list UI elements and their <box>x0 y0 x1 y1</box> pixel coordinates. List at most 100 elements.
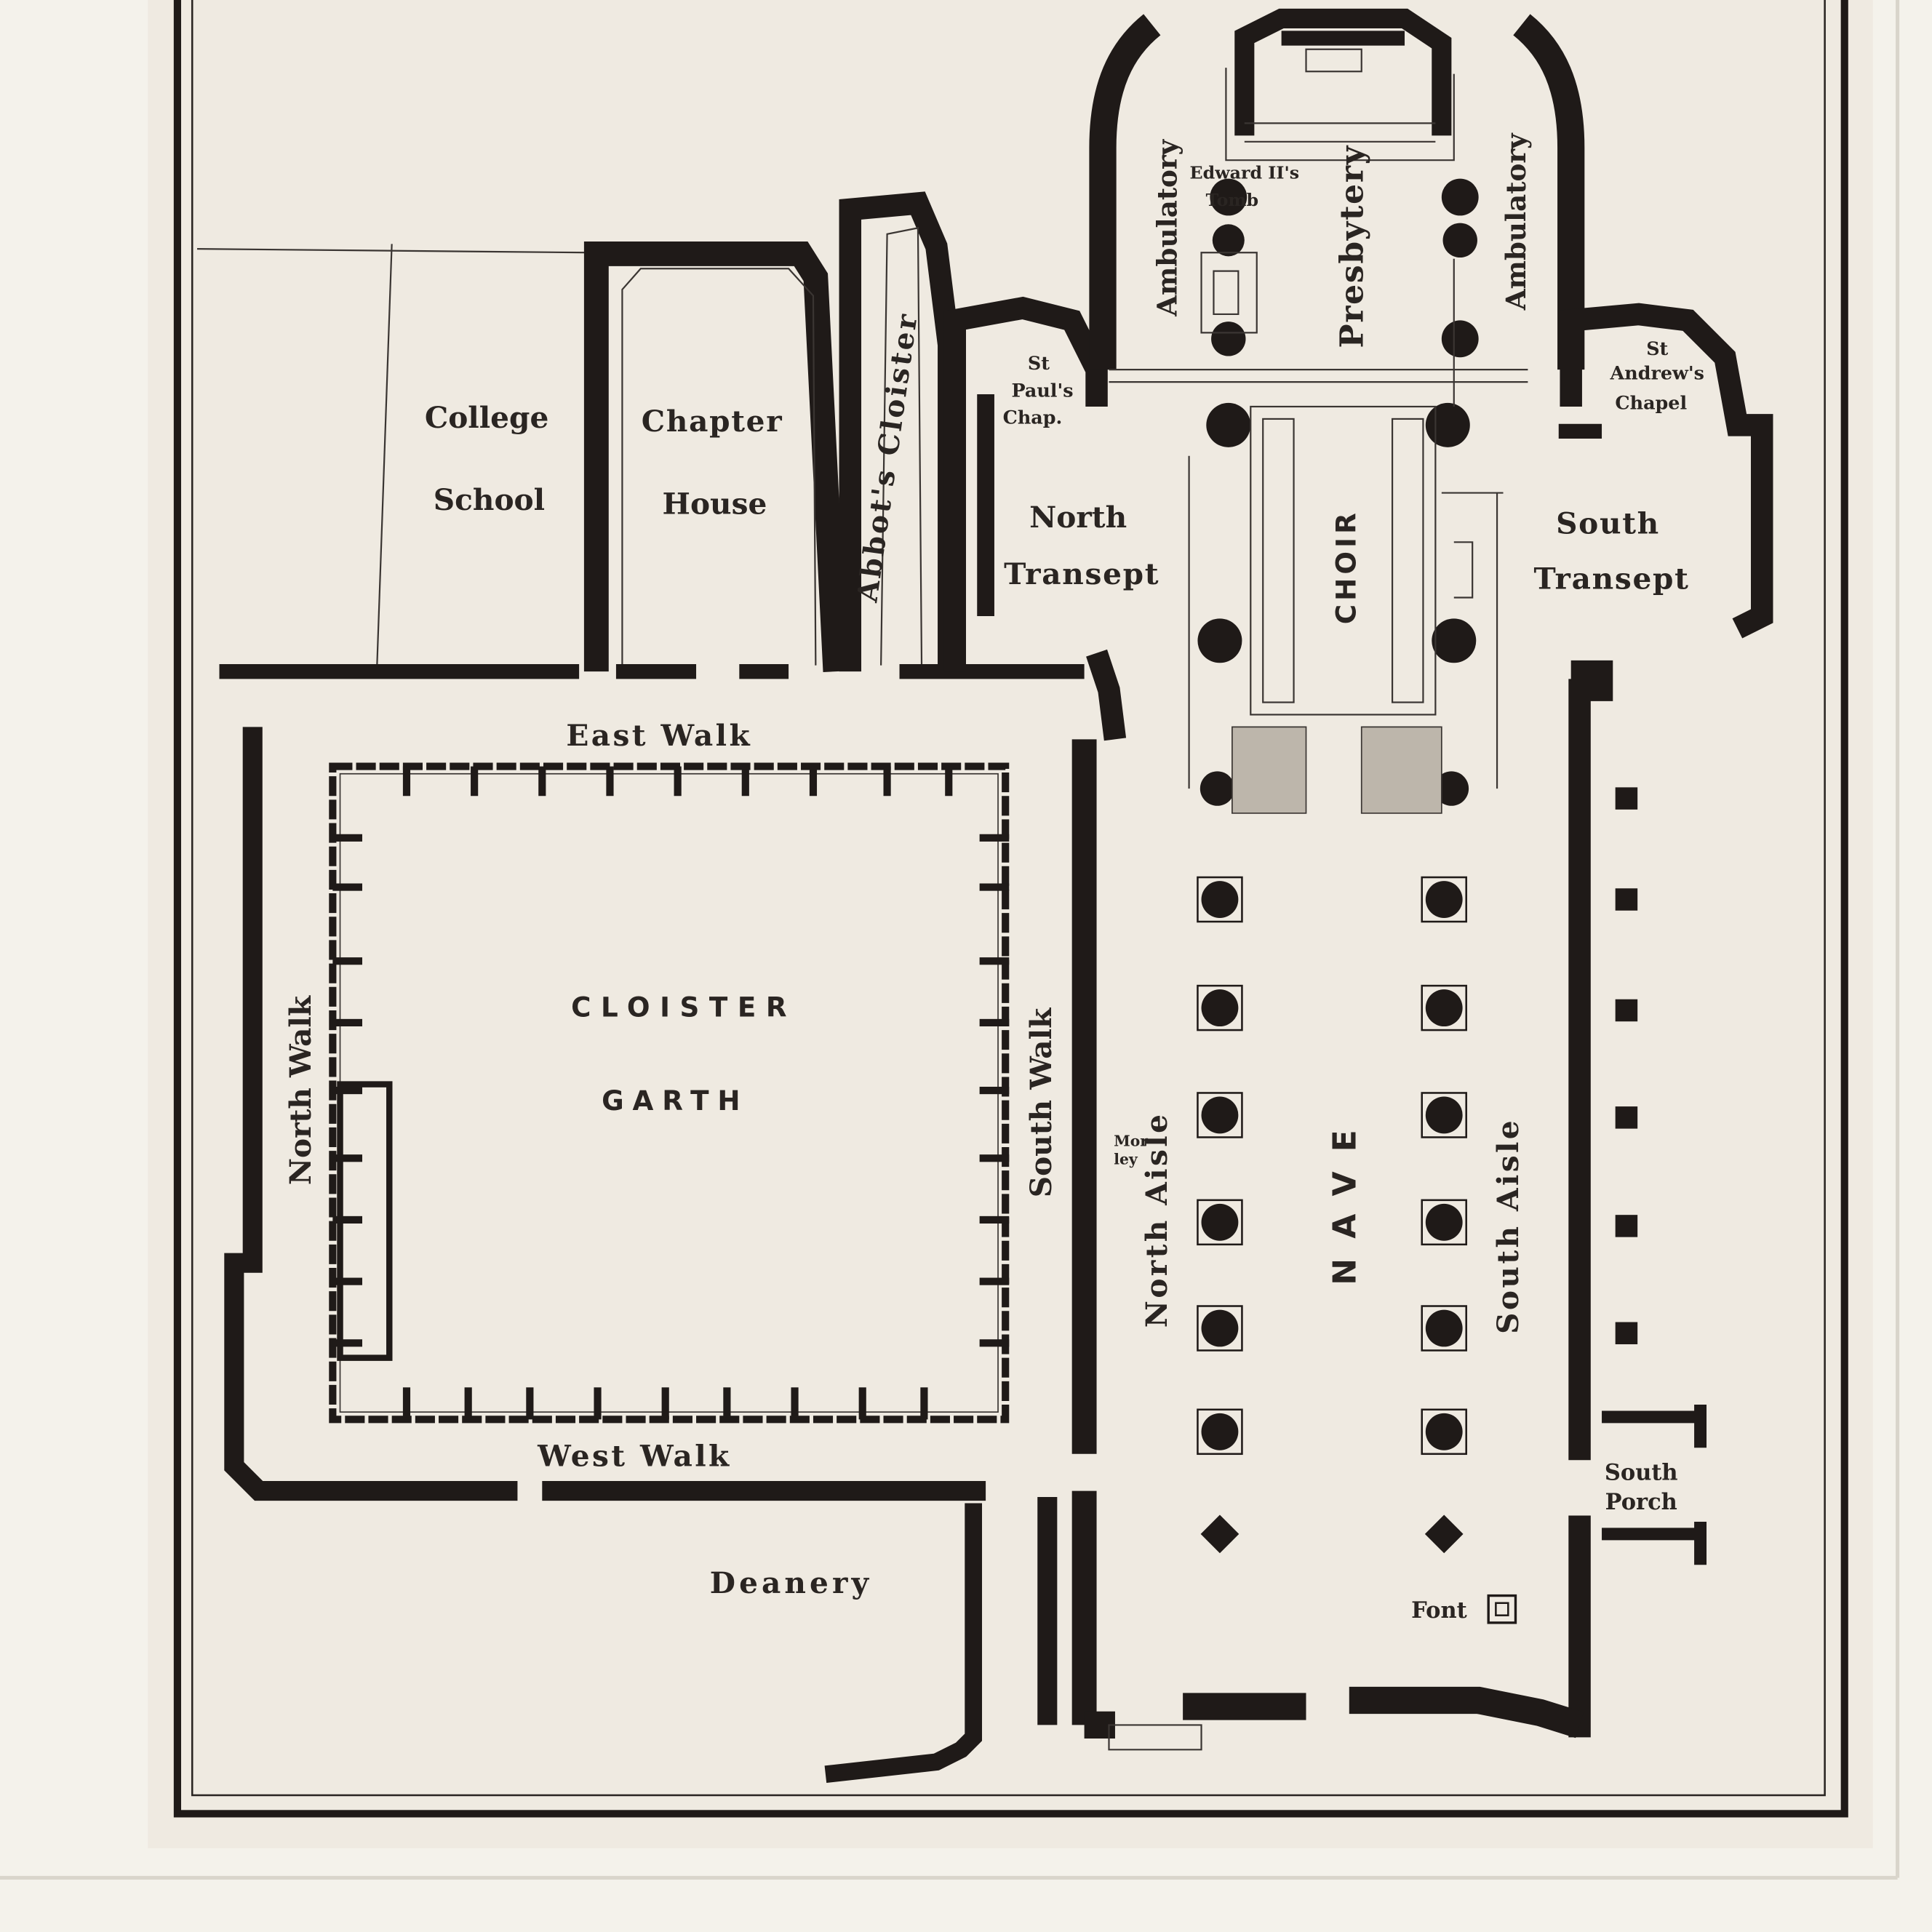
label-morley-2: ley <box>1114 1151 1138 1168</box>
labels: College School Chapter House Abbot's Clo… <box>283 132 1704 1624</box>
label-ambulatory-south: Ambulatory <box>1500 132 1532 311</box>
label-tomb-1: Edward II's <box>1190 163 1299 183</box>
nave-pier-base <box>1421 1305 1467 1352</box>
garth-buttress <box>979 957 1010 965</box>
garth-buttress <box>979 1018 1010 1026</box>
nave-pier <box>1425 1203 1463 1241</box>
garth-buttress <box>332 1154 362 1162</box>
label-house: House <box>663 486 767 521</box>
garth-buttress <box>979 1339 1010 1347</box>
label-college: College <box>425 400 548 435</box>
aisle-buttress <box>1615 888 1638 911</box>
garth-buttress <box>606 766 614 797</box>
nave-pier <box>1201 989 1239 1026</box>
garth-buttress <box>332 1339 362 1347</box>
nave-pier-base <box>1197 1408 1243 1456</box>
garth-buttress <box>332 1216 362 1224</box>
label-presbytery: Presbytery <box>1333 145 1370 348</box>
label-ambulatory-north: Ambulatory <box>1151 138 1183 316</box>
garth-buttress <box>594 1387 602 1420</box>
nave-pier-base <box>1197 876 1243 923</box>
garth-buttress <box>791 1387 799 1420</box>
walls <box>197 8 1773 1783</box>
label-east-walk: East Walk <box>566 718 752 753</box>
label-school: School <box>434 482 545 517</box>
label-south-aisle: South Aisle <box>1490 1118 1525 1334</box>
garth-buttress <box>332 883 362 891</box>
label-st-andrews-1: St <box>1646 338 1668 359</box>
label-st-pauls-2: Paul's <box>1011 379 1073 401</box>
nave-pier <box>1201 1309 1239 1347</box>
garth-buttress <box>741 766 749 797</box>
label-st-andrews-3: Chapel <box>1615 391 1687 413</box>
garth-buttress <box>464 1387 472 1420</box>
aisle-buttress <box>1615 999 1638 1022</box>
garth-buttress <box>945 766 953 797</box>
label-south-transept-2: Transept <box>1534 562 1690 596</box>
college-school-west-line <box>376 244 393 666</box>
garth-buttress <box>674 766 682 797</box>
nave-pier-base <box>1421 1092 1467 1138</box>
label-choir: CHOIR <box>1330 509 1362 624</box>
garth-buttress <box>402 1387 411 1420</box>
label-st-pauls-3: Chap. <box>1003 407 1063 428</box>
label-west-walk: West Walk <box>537 1439 732 1474</box>
outer-border <box>173 0 1848 1818</box>
garth-buttress <box>858 1387 866 1420</box>
label-north-aisle: North Aisle <box>1139 1112 1174 1328</box>
label-font: Font <box>1411 1597 1467 1624</box>
label-south-porch-1: South <box>1605 1459 1678 1485</box>
nave-pier-base <box>1421 1408 1467 1456</box>
nave-pier <box>1425 1096 1463 1134</box>
label-tomb-2: Tomb <box>1206 190 1258 210</box>
label-deanery: Deanery <box>710 1565 872 1600</box>
nave-pier-base <box>1197 984 1243 1031</box>
garth-buttress <box>402 766 411 797</box>
aisle-buttress <box>1615 787 1638 810</box>
west-pier <box>1200 1514 1240 1554</box>
garth-buttress <box>979 883 1010 891</box>
nave-pier <box>1425 1413 1463 1450</box>
label-north-transept-1: North <box>1029 500 1127 535</box>
nave-pier-base <box>1197 1092 1243 1138</box>
nave-pier-base <box>1421 876 1467 923</box>
garth-buttress <box>332 1087 362 1095</box>
label-cloister: CLOISTER <box>571 991 797 1023</box>
nave-pier <box>1201 1096 1239 1134</box>
aisle-buttress <box>1615 1215 1638 1237</box>
nave-pier-base <box>1421 984 1467 1031</box>
aisle-buttress <box>1615 1106 1638 1129</box>
nave-pier <box>1425 1309 1463 1347</box>
garth-buttress <box>883 766 891 797</box>
label-south-transept-1: South <box>1556 506 1660 540</box>
inner-border <box>191 0 1826 1797</box>
nave-pier <box>1425 989 1463 1026</box>
nave-pier-base <box>1197 1305 1243 1352</box>
garth-buttress <box>332 957 362 965</box>
garth-buttress <box>979 1087 1010 1095</box>
garth-buttress <box>920 1387 928 1420</box>
garth-buttress <box>979 1216 1010 1224</box>
garth-buttress <box>538 766 546 797</box>
garth-buttress <box>979 1154 1010 1162</box>
label-morley-1: Mor <box>1114 1132 1148 1149</box>
west-pier <box>1424 1514 1464 1554</box>
garth-buttress <box>723 1387 731 1420</box>
garth-buttress <box>979 834 1010 842</box>
nave-pier <box>1201 1413 1239 1450</box>
label-south-porch-2: Porch <box>1605 1489 1677 1515</box>
nave-pier <box>1201 1203 1239 1241</box>
label-chapter: Chapter <box>642 404 783 439</box>
nave-pier <box>1201 881 1239 918</box>
nave-pier-base <box>1197 1199 1243 1246</box>
paper <box>148 0 1873 1848</box>
garth-buttress <box>661 1387 669 1420</box>
label-north-walk: North Walk <box>283 995 318 1185</box>
label-garth: GARTH <box>602 1085 749 1117</box>
label-nave: NAVE <box>1326 1110 1363 1285</box>
label-north-transept-2: Transept <box>1004 556 1159 591</box>
garth-buttress <box>332 1277 362 1285</box>
garth-buttress <box>332 834 362 842</box>
